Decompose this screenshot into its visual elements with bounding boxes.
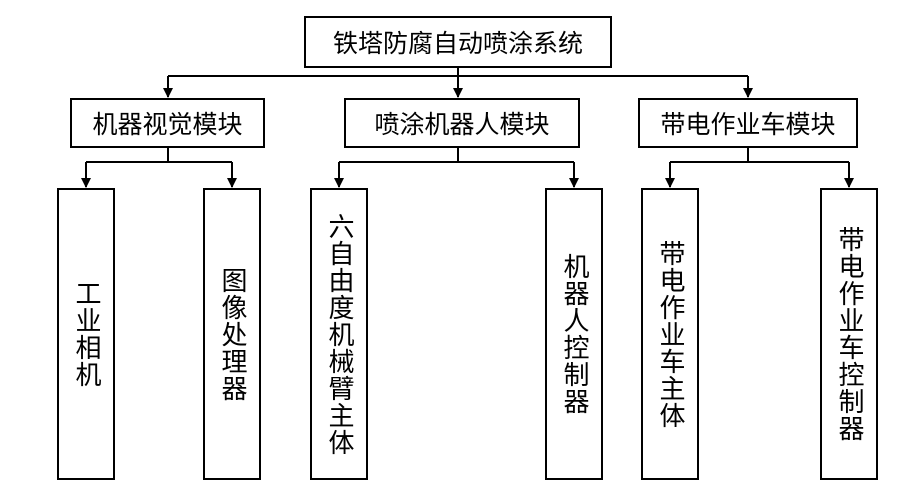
root-system-box: 铁塔防腐自动喷涂系统 bbox=[304, 16, 612, 68]
industrial-camera-box: 工业相机 bbox=[57, 188, 115, 480]
image-processor-label: 图像处理器 bbox=[217, 266, 247, 402]
robot-arm-body-box: 六自由度机械臂主体 bbox=[310, 188, 368, 480]
vehicle-body-label: 带电作业车主体 bbox=[655, 239, 685, 429]
robot-controller-label: 机器人控制器 bbox=[559, 253, 589, 415]
vehicle-body-box: 带电作业车主体 bbox=[641, 188, 699, 480]
robot-controller-box: 机器人控制器 bbox=[545, 188, 603, 480]
vehicle-controller-label: 带电作业车控制器 bbox=[834, 226, 864, 442]
machine-vision-module-label: 机器视觉模块 bbox=[92, 110, 243, 139]
root-system-label: 铁塔防腐自动喷涂系统 bbox=[332, 29, 583, 58]
live-work-vehicle-module-label: 带电作业车模块 bbox=[660, 110, 836, 139]
vehicle-controller-box: 带电作业车控制器 bbox=[820, 188, 878, 480]
spray-robot-module-box: 喷涂机器人模块 bbox=[344, 98, 580, 148]
spray-robot-module-label: 喷涂机器人模块 bbox=[374, 110, 550, 139]
machine-vision-module-box: 机器视觉模块 bbox=[70, 98, 265, 148]
image-processor-box: 图像处理器 bbox=[203, 188, 261, 480]
industrial-camera-label: 工业相机 bbox=[71, 280, 101, 388]
robot-arm-body-label: 六自由度机械臂主体 bbox=[324, 212, 354, 456]
live-work-vehicle-module-box: 带电作业车模块 bbox=[638, 98, 858, 148]
